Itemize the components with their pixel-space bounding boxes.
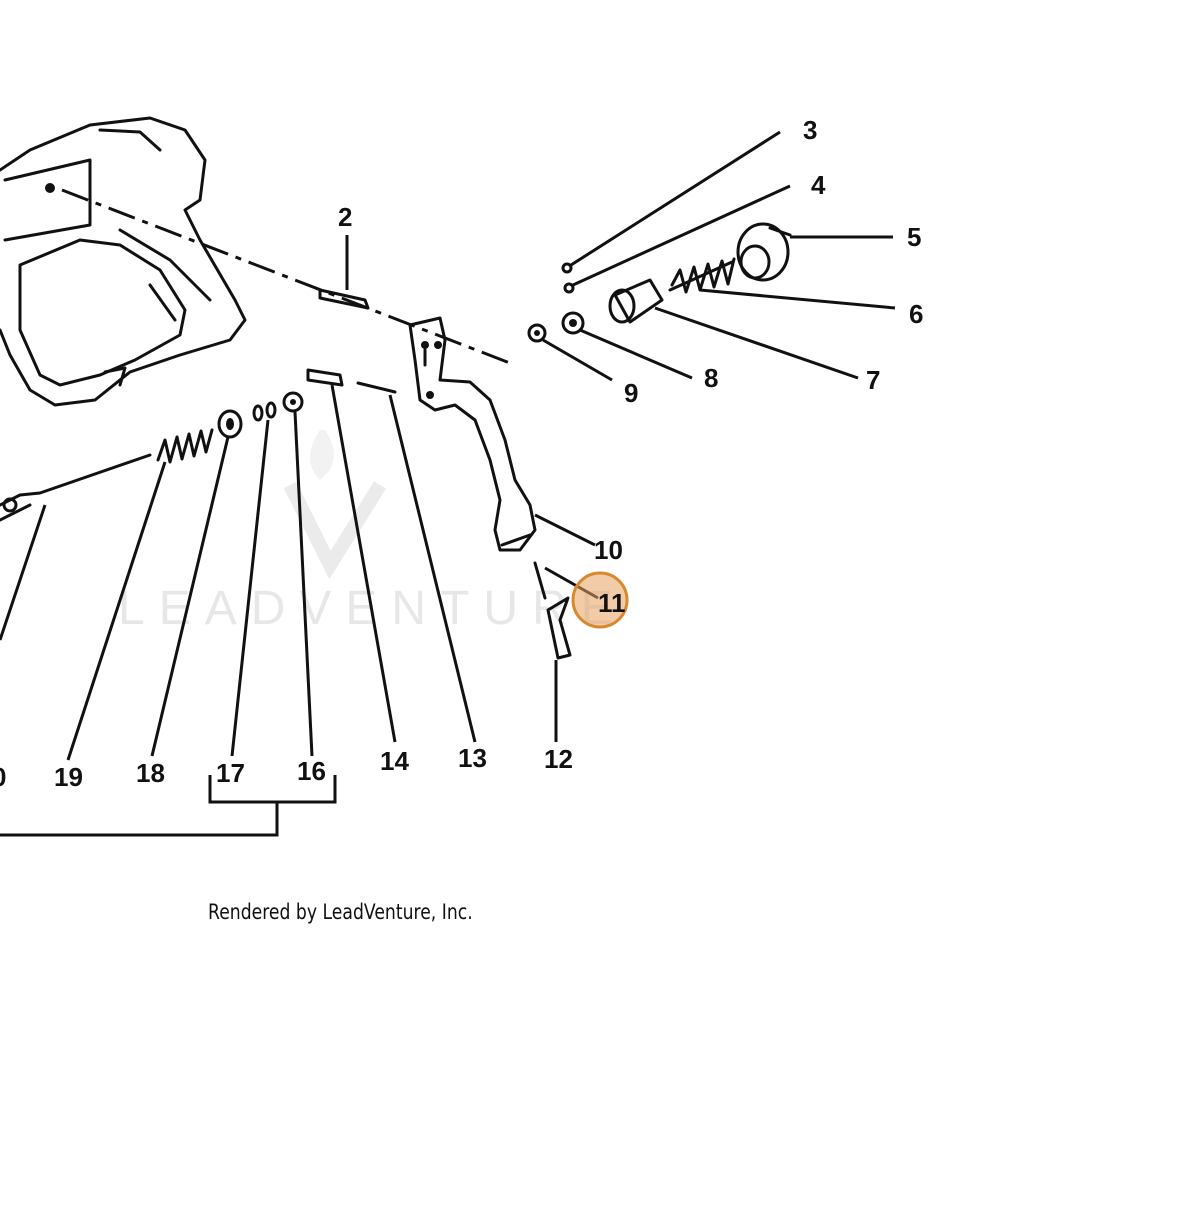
spacer-part-18 (150, 409, 243, 757)
o-ring-part-17 (230, 401, 277, 757)
callout-18[interactable]: 18 (136, 758, 165, 788)
pin-part-2 (318, 235, 370, 310)
callout-7[interactable]: 7 (866, 365, 880, 395)
render-credit: Rendered by LeadVenture, Inc. (208, 900, 473, 924)
highlight-circle (571, 571, 629, 629)
callout-9[interactable]: 9 (624, 378, 638, 408)
washer-part-9 (527, 323, 613, 382)
watermark-text: LEADVENTURE (118, 582, 627, 635)
nut-part-16 (282, 391, 314, 757)
pin-part-13 (356, 381, 477, 743)
callout-10[interactable]: 10 (594, 535, 623, 565)
spring-part-6 (668, 257, 896, 310)
callout-14[interactable]: 14 (380, 746, 409, 776)
callout-8[interactable]: 8 (704, 363, 718, 393)
cylinder-part-7 (608, 278, 859, 380)
lever-part-12 (546, 596, 572, 742)
leadventure-watermark: LEADVENTURE (118, 430, 627, 635)
nut-part-8 (561, 311, 693, 380)
gun-body-part (0, 116, 247, 407)
group-bracket (0, 775, 337, 837)
callout-2[interactable]: 2 (338, 202, 352, 232)
trigger-part-10 (408, 316, 537, 552)
callout-16[interactable]: 16 (297, 756, 326, 786)
callout-20-partial[interactable]: 0 (0, 762, 6, 792)
callout-17[interactable]: 17 (216, 758, 245, 788)
cap-part-5 (736, 222, 893, 282)
o-ring-parts-3-4 (561, 130, 791, 294)
callout-4[interactable]: 4 (811, 170, 826, 200)
callout-13[interactable]: 13 (458, 743, 487, 773)
callout-6[interactable]: 6 (909, 299, 923, 329)
spring-part-19 (66, 428, 214, 761)
sleeve-part-14 (306, 368, 397, 743)
callout-19[interactable]: 19 (54, 762, 83, 792)
callout-5[interactable]: 5 (907, 222, 921, 252)
callout-11[interactable]: 11 (598, 588, 626, 618)
rod-part-20 (0, 453, 152, 641)
callout-3[interactable]: 3 (803, 115, 817, 145)
callout-12[interactable]: 12 (544, 744, 573, 774)
